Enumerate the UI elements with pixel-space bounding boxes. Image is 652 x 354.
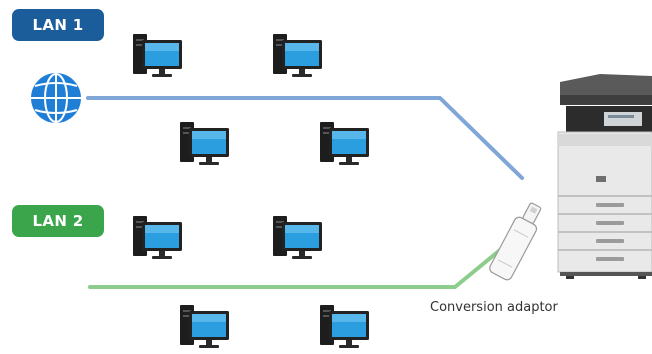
conversion-adaptor-caption: Conversion adaptor [430, 300, 558, 315]
multifunction-printer-icon [557, 74, 652, 279]
lan1-computer-3 [180, 122, 229, 165]
lan1-computer-4 [320, 122, 369, 165]
lan1-network-line [86, 96, 524, 180]
lan1-badge: LAN 1 [12, 9, 104, 41]
conversion-adaptor-icon [489, 202, 542, 281]
lan2-computer-4 [320, 305, 369, 348]
globe-icon [28, 70, 84, 126]
lan1-computer-2 [273, 34, 322, 77]
lan2-computer-1 [133, 216, 182, 259]
lan1-computer-1 [133, 34, 182, 77]
lan2-computer-2 [273, 216, 322, 259]
lan2-computer-3 [180, 305, 229, 348]
lan2-badge: LAN 2 [12, 205, 104, 237]
